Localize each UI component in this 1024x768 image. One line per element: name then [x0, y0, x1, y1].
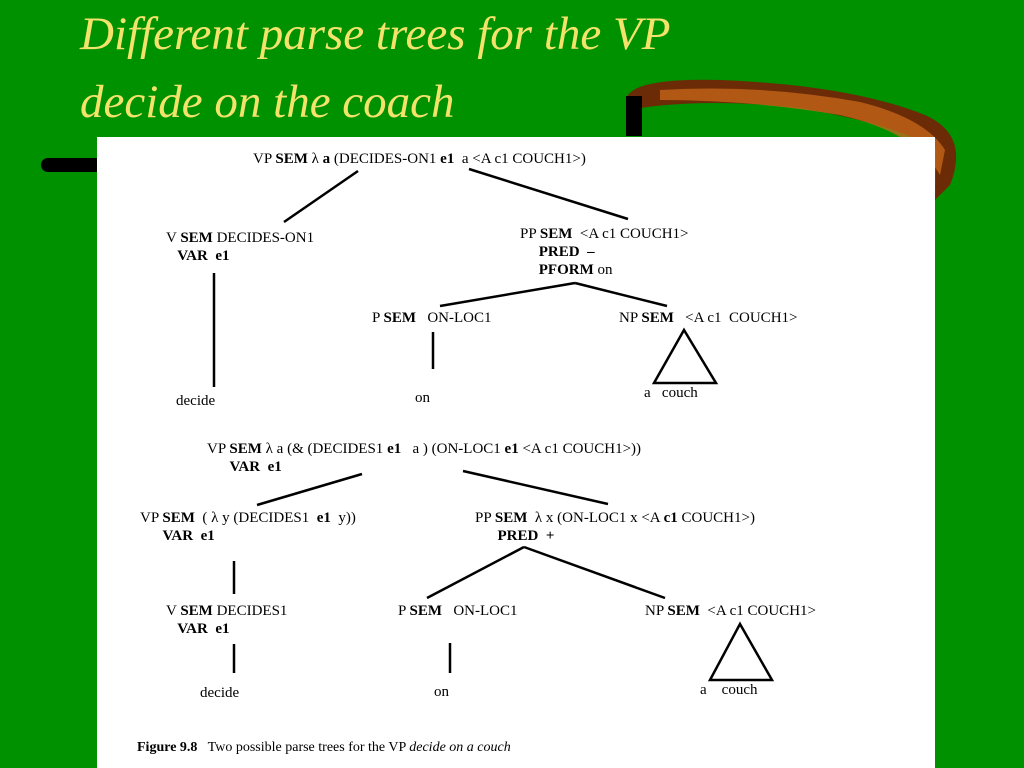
- tree1-vp-root-node: VP SEM λ a (DECIDES-ON1 e1 a <A c1 COUCH…: [253, 150, 586, 168]
- tree2-leaf-decide: decide: [200, 685, 240, 701]
- edge-t1-pp-np: [574, 281, 668, 308]
- np-triangle-1: [651, 327, 719, 385]
- tree1-leaf-decide: decide: [176, 393, 216, 409]
- swoosh-shadow-bar: [626, 96, 642, 136]
- node-label-line: VP SEM ( λ y (DECIDES1 e1 y)): [140, 510, 356, 526]
- edge-t1-root-v: [283, 169, 359, 224]
- node-label-line: PRED –: [538, 244, 595, 260]
- tree2-np-node: NP SEM <A c1 COUCH1>: [645, 602, 816, 620]
- edge-t2-root-pp: [462, 469, 609, 506]
- edge-t1-root-pp: [468, 167, 629, 221]
- swoosh-highlight: [660, 88, 945, 175]
- tree1-leaf-on: on: [415, 390, 430, 406]
- node-label-line: VP SEM λ a (DECIDES-ON1 e1 a <A c1 COUCH…: [253, 151, 586, 167]
- edge-t2-pp-np: [523, 545, 666, 600]
- edge-t2-pp-p: [426, 545, 525, 600]
- node-label-line: NP SEM <A c1 COUCH1>: [645, 603, 816, 619]
- node-label-line: V SEM DECIDES-ON1: [166, 230, 315, 246]
- tree1-v-node: V SEM DECIDES-ON1 VAR e1: [166, 229, 314, 265]
- slide-title-line-2: decide on the coach: [80, 76, 455, 128]
- node-label-line: VAR e1: [162, 528, 215, 544]
- tree2-p-node: P SEM ON-LOC1: [398, 602, 517, 620]
- node-label-line: PP SEM λ x (ON-LOC1 x <A c1 COUCH1>): [475, 510, 755, 526]
- figure-caption: Figure 9.8 Two possible parse trees for …: [137, 740, 511, 756]
- node-label-line: VAR e1: [177, 248, 230, 264]
- node-label-line: V SEM DECIDES1: [166, 603, 288, 619]
- tree2-pp-node: PP SEM λ x (ON-LOC1 x <A c1 COUCH1>) PRE…: [475, 509, 755, 545]
- tree-edges: [212, 167, 775, 682]
- np-triangle-2: [707, 621, 775, 682]
- tree1-np-node: NP SEM <A c1 COUCH1>: [619, 309, 797, 327]
- node-label-line: VAR e1: [177, 621, 230, 637]
- figure-caption-label: Figure 9.8: [137, 740, 198, 755]
- tree1-pp-node: PP SEM <A c1 COUCH1> PRED – PFORM on: [520, 225, 689, 279]
- figure-caption-text: Two possible parse trees for the VP: [207, 740, 406, 755]
- node-label-line: PRED +: [497, 528, 555, 544]
- tree2-leaf-on: on: [434, 684, 449, 700]
- edge-t1-pp-p: [439, 281, 576, 308]
- tree1-leaf-a-couch: a couch: [644, 385, 698, 401]
- tree2-vp-node: VP SEM ( λ y (DECIDES1 e1 y)) VAR e1: [140, 509, 356, 545]
- tree2-leaf-a-couch: a couch: [700, 682, 758, 698]
- node-label-line: P SEM ON-LOC1: [398, 603, 518, 619]
- node-label-line: VP SEM λ a (& (DECIDES1 e1 a ) (ON-LOC1 …: [207, 441, 642, 457]
- node-label-line: PP SEM <A c1 COUCH1>: [520, 226, 689, 242]
- tree2-v-node: V SEM DECIDES1 VAR e1: [166, 602, 287, 638]
- node-label-line: P SEM ON-LOC1: [372, 310, 492, 326]
- figure-caption-emphasis: decide on a couch: [409, 740, 511, 755]
- edge-t2-root-vp: [256, 472, 363, 507]
- tree1-p-node: P SEM ON-LOC1: [372, 309, 491, 327]
- tree2-vp-root-node: VP SEM λ a (& (DECIDES1 e1 a ) (ON-LOC1 …: [207, 440, 641, 476]
- node-label-line: NP SEM <A c1 COUCH1>: [619, 310, 798, 326]
- node-label-line: PFORM on: [538, 262, 613, 278]
- node-label-line: VAR e1: [229, 459, 282, 475]
- slide-title-line-1: Different parse trees for the VP: [80, 8, 671, 60]
- figure-panel: VP SEM λ a (DECIDES-ON1 e1 a <A c1 COUCH…: [97, 137, 935, 768]
